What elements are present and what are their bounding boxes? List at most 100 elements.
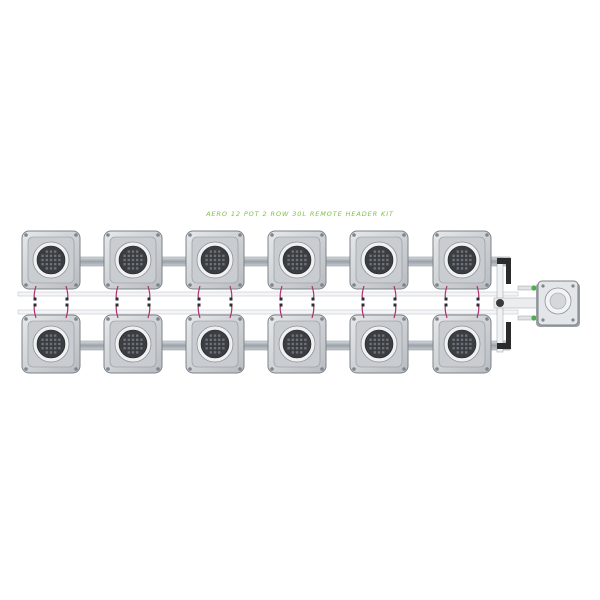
- mesh-hole: [49, 347, 53, 350]
- mesh-hole: [136, 342, 139, 346]
- mesh-hole: [140, 347, 143, 350]
- bolt: [106, 367, 110, 371]
- bolt: [270, 367, 274, 371]
- bolt: [188, 317, 192, 321]
- drip-emitter: [279, 303, 283, 307]
- bolt: [238, 367, 242, 371]
- bolt: [320, 283, 324, 287]
- mesh-hole: [213, 351, 217, 354]
- mesh-hole: [291, 250, 294, 253]
- bolt: [74, 317, 78, 321]
- mesh-hole: [460, 338, 464, 341]
- mesh-hole: [45, 250, 48, 253]
- mesh-hole: [287, 254, 290, 257]
- mesh-hole: [222, 347, 225, 350]
- mesh-hole: [386, 258, 389, 262]
- mesh-hole: [291, 254, 294, 257]
- mesh-hole: [123, 342, 126, 346]
- mesh-hole: [209, 342, 212, 346]
- mesh-hole: [456, 347, 459, 350]
- drip-emitter: [65, 297, 69, 301]
- top-return-line: [17, 291, 519, 297]
- mesh-hole: [49, 334, 53, 337]
- mesh-hole: [465, 263, 468, 266]
- pot-icon: [432, 303, 492, 374]
- mesh-hole: [54, 250, 57, 253]
- bolt: [402, 233, 406, 237]
- mesh-hole: [131, 258, 135, 262]
- mesh-hole: [369, 263, 372, 266]
- mesh-hole: [304, 342, 307, 346]
- mesh-hole: [222, 263, 225, 266]
- mesh-hole: [58, 263, 61, 266]
- mesh-hole: [373, 342, 376, 346]
- mesh-hole: [291, 263, 294, 266]
- bolt: [485, 317, 489, 321]
- mesh-hole: [456, 334, 459, 337]
- mesh-hole: [465, 342, 468, 346]
- bolt: [238, 317, 242, 321]
- mesh-hole: [123, 258, 126, 262]
- mesh-hole: [287, 263, 290, 266]
- pot-icon: [349, 230, 409, 301]
- mesh-hole: [460, 347, 464, 350]
- bolt: [106, 283, 110, 287]
- mesh-hole: [456, 258, 459, 262]
- mesh-hole: [469, 263, 472, 266]
- mesh-hole: [136, 250, 139, 253]
- mesh-hole: [41, 263, 44, 266]
- mesh-hole: [377, 334, 381, 337]
- drip-emitter: [147, 297, 151, 301]
- mesh-hole: [54, 267, 57, 270]
- bolt: [320, 317, 324, 321]
- mesh-hole: [136, 267, 139, 270]
- mesh-hole: [377, 342, 381, 346]
- bolt: [320, 367, 324, 371]
- mesh-hole: [218, 347, 221, 350]
- mesh-hole: [127, 334, 130, 337]
- mesh-hole: [136, 254, 139, 257]
- bolt: [188, 283, 192, 287]
- mesh-hole: [291, 267, 294, 270]
- mesh-hole: [452, 258, 455, 262]
- bolt: [485, 367, 489, 371]
- mesh-hole: [465, 338, 468, 341]
- mesh-hole: [382, 351, 385, 354]
- mesh-hole: [300, 263, 303, 266]
- bolt: [74, 367, 78, 371]
- mesh-hole: [304, 258, 307, 262]
- mesh-hole: [209, 267, 212, 270]
- tee-fitting: [496, 299, 504, 307]
- mesh-hole: [452, 347, 455, 350]
- pot-icon: [21, 303, 81, 374]
- mesh-hole: [373, 267, 376, 270]
- mesh-hole: [45, 347, 48, 350]
- bolt: [270, 317, 274, 321]
- bolt: [24, 233, 28, 237]
- mesh-hole: [382, 338, 385, 341]
- mesh-hole: [382, 267, 385, 270]
- mesh-hole: [209, 263, 212, 266]
- mesh-hole: [373, 250, 376, 253]
- bolt: [188, 233, 192, 237]
- bolt: [156, 233, 160, 237]
- mesh-hole: [218, 334, 221, 337]
- pot-icon: [21, 230, 81, 301]
- drip-emitter: [147, 303, 151, 307]
- mesh-hole: [465, 351, 468, 354]
- mesh-hole: [456, 351, 459, 354]
- mesh-hole: [377, 258, 381, 262]
- mesh-hole: [456, 342, 459, 346]
- bolt: [402, 317, 406, 321]
- mesh-hole: [469, 258, 472, 262]
- mesh-hole: [295, 258, 299, 262]
- mesh-hole: [295, 263, 299, 266]
- mesh-hole: [209, 254, 212, 257]
- mesh-hole: [452, 342, 455, 346]
- drip-emitter: [444, 297, 448, 301]
- mesh-hole: [460, 351, 464, 354]
- mesh-hole: [140, 263, 143, 266]
- mesh-hole: [209, 347, 212, 350]
- mesh-hole: [54, 347, 57, 350]
